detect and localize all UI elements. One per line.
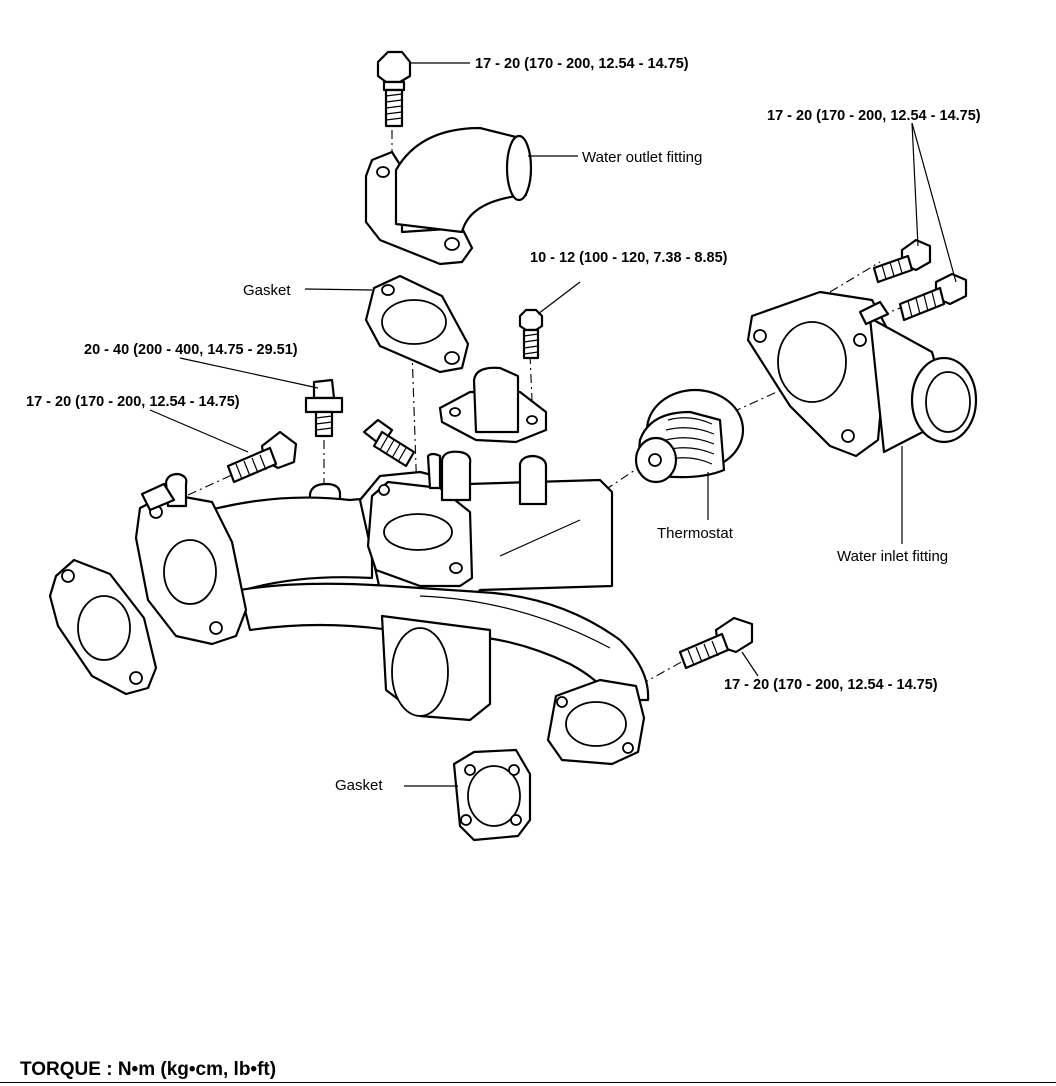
- upper-gasket-part: [364, 274, 470, 374]
- label-torque-top-bolt: 17 - 20 (170 - 200, 12.54 - 14.75): [475, 56, 689, 72]
- left-flange-bolt: [226, 430, 298, 484]
- label-torque-small-bolt: 10 - 12 (100 - 120, 7.38 - 8.85): [530, 250, 728, 266]
- temperature-sensor: [304, 378, 344, 438]
- manifold-body: [134, 450, 650, 766]
- label-water-inlet-fitting: Water inlet fitting: [837, 548, 948, 565]
- torque-units-footer: TORQUE : N•m (kg•cm, lb•ft): [20, 1059, 277, 1080]
- top-bolt: [376, 50, 412, 128]
- leader-lines: [149, 62, 957, 787]
- label-water-outlet-fitting: Water outlet fitting: [582, 149, 702, 166]
- label-torque-left-bolt: 17 - 20 (170 - 200, 12.54 - 14.75): [26, 394, 240, 410]
- lower-gasket-part: [452, 748, 532, 842]
- inlet-fitting-bolts: [872, 238, 968, 322]
- label-gasket-lower: Gasket: [335, 777, 383, 794]
- right-flange-bolt: [678, 616, 754, 670]
- label-torque-sensor: 20 - 40 (200 - 400, 14.75 - 29.51): [84, 342, 298, 358]
- label-torque-inlet-bolts: 17 - 20 (170 - 200, 12.54 - 14.75): [767, 108, 981, 124]
- left-gasket-part: [48, 558, 158, 696]
- label-gasket-upper: Gasket: [243, 282, 291, 299]
- label-torque-right-bolt: 17 - 20 (170 - 200, 12.54 - 14.75): [724, 677, 938, 693]
- label-thermostat: Thermostat: [657, 525, 734, 542]
- water-outlet-fitting-part: [364, 126, 533, 266]
- water-inlet-fitting-part: [746, 290, 978, 458]
- footer-rule: [0, 1082, 1056, 1083]
- thermostat-part: [634, 388, 745, 484]
- angled-stud-bolt: [362, 418, 416, 468]
- housing-cover-plate: [438, 366, 548, 444]
- small-bolt: [518, 308, 544, 360]
